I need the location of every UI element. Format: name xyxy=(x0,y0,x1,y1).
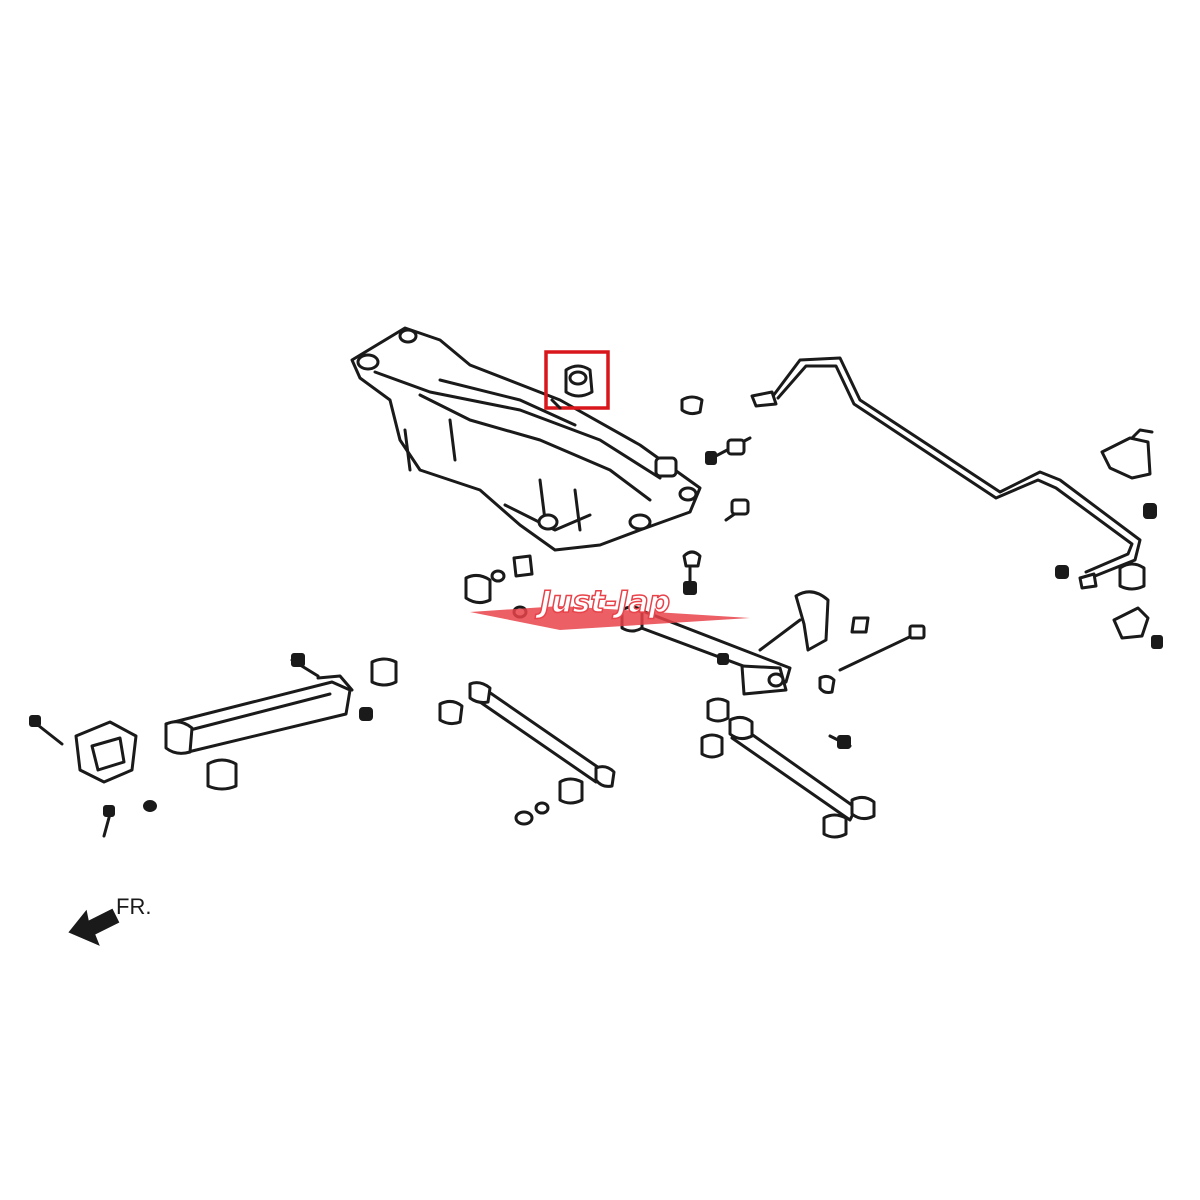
rear-lower-link-right xyxy=(700,697,876,839)
trailing-arm xyxy=(29,653,398,838)
stabilizer-bar xyxy=(750,356,1163,649)
rear-subframe xyxy=(350,326,702,552)
bushings-center xyxy=(464,554,534,619)
direction-label: FR. xyxy=(116,894,151,919)
rear-lower-link-center xyxy=(438,681,616,826)
rear-lateral-link-upper xyxy=(620,590,926,696)
watermark-text: Just-Jap xyxy=(535,585,670,620)
front-direction-indicator: FR. xyxy=(68,894,151,946)
subframe-bolts xyxy=(680,395,752,595)
arrow-icon xyxy=(68,908,120,946)
watermark: Just-Jap xyxy=(470,584,750,630)
highlighted-bushing xyxy=(544,350,610,410)
